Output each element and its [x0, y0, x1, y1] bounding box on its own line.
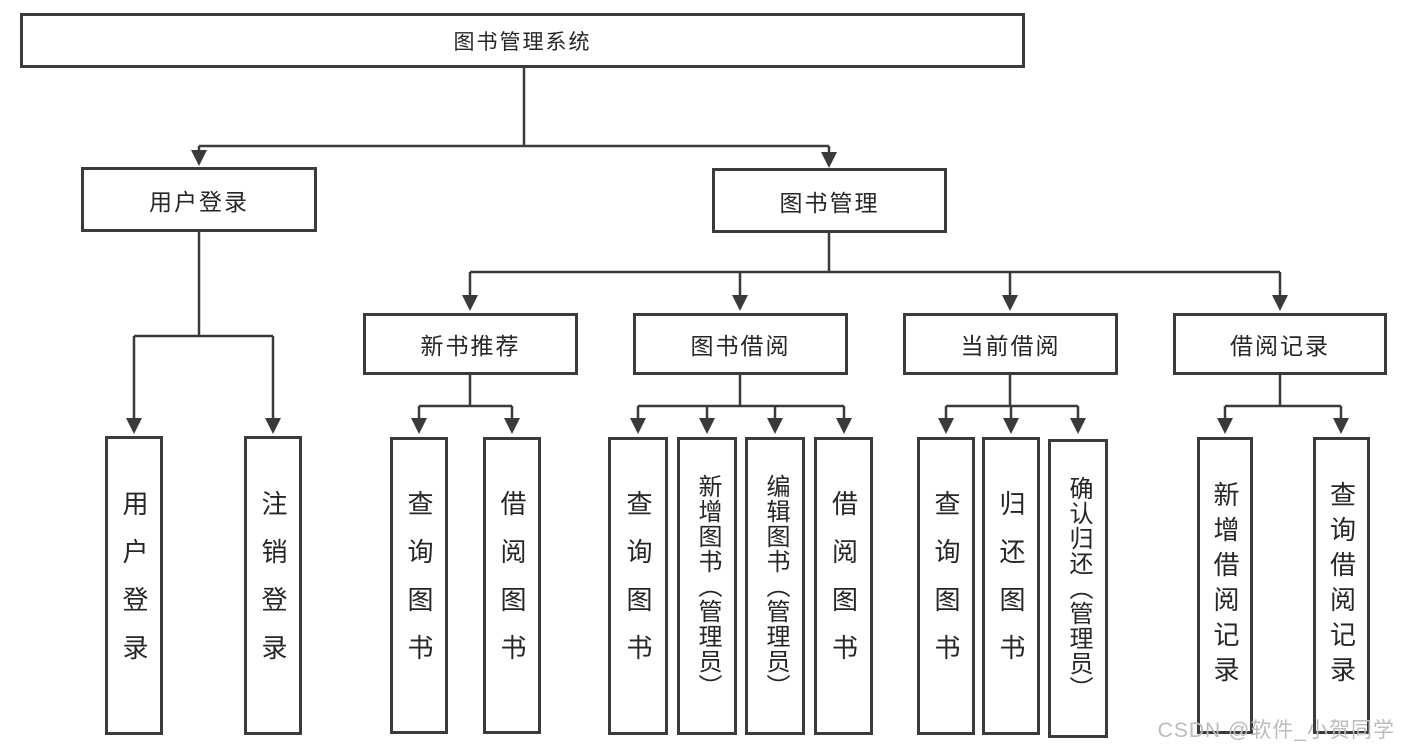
leaf-user-login: 用户登录	[105, 436, 163, 735]
leaf-logout-label: 注销登录	[258, 489, 288, 682]
node-root: 图书管理系统	[20, 13, 1025, 68]
leaf-newrec-borrow-books-label: 借阅图书	[497, 489, 527, 682]
leaf-borrow-add-books-admin-label: 新增图书（管理员）	[694, 473, 721, 699]
leaf-current-confirm-return-admin-label: 确认归还（管理员）	[1065, 476, 1092, 701]
leaf-borrow-borrow-books: 借阅图书	[814, 437, 873, 735]
leaf-current-query-books-label: 查询图书	[931, 490, 961, 682]
node-borrow-records: 借阅记录	[1173, 313, 1387, 375]
leaf-records-query-record-label: 查询借阅记录	[1326, 480, 1357, 691]
leaf-newrec-query-books: 查询图书	[390, 437, 448, 734]
node-book-mgmt-label: 图书管理	[779, 189, 880, 216]
arrowheads	[126, 150, 1349, 434]
leaf-user-login-label: 用户登录	[119, 489, 149, 682]
leaf-borrow-edit-books-admin: 编辑图书（管理员）	[745, 437, 805, 735]
node-user-login: 用户登录	[81, 167, 317, 232]
node-user-login-label: 用户登录	[149, 188, 249, 215]
leaf-newrec-query-books-label: 查询图书	[404, 489, 434, 682]
leaf-current-query-books: 查询图书	[917, 437, 975, 735]
node-new-book-rec-label: 新书推荐	[420, 333, 521, 359]
leaf-current-return-books-label: 归还图书	[996, 490, 1026, 682]
node-current-borrow-label: 当前借阅	[960, 333, 1061, 359]
node-new-book-rec: 新书推荐	[363, 313, 578, 375]
node-book-mgmt: 图书管理	[712, 168, 947, 233]
node-book-borrow: 图书借阅	[633, 313, 848, 375]
leaf-current-return-books: 归还图书	[982, 437, 1040, 735]
tree-edges	[132, 68, 1343, 420]
leaf-records-add-record-label: 新增借阅记录	[1210, 480, 1240, 691]
leaf-borrow-query-books-label: 查询图书	[623, 490, 653, 682]
leaf-records-query-record: 查询借阅记录	[1313, 437, 1370, 734]
node-root-label: 图书管理系统	[453, 30, 592, 54]
leaf-borrow-query-books: 查询图书	[608, 437, 668, 735]
leaf-logout: 注销登录	[244, 436, 302, 735]
node-borrow-records-label: 借阅记录	[1230, 333, 1330, 359]
node-current-borrow: 当前借阅	[903, 313, 1118, 375]
leaf-current-confirm-return-admin: 确认归还（管理员）	[1048, 439, 1108, 738]
leaf-borrow-add-books-admin: 新增图书（管理员）	[677, 437, 737, 735]
node-book-borrow-label: 图书借阅	[690, 333, 791, 359]
csdn-watermark: CSDN @软件_小贺同学	[1157, 719, 1395, 742]
leaf-borrow-edit-books-admin-label: 编辑图书（管理员）	[762, 473, 789, 699]
leaf-borrow-borrow-books-label: 借阅图书	[828, 490, 859, 682]
leaf-newrec-borrow-books: 借阅图书	[483, 437, 541, 734]
leaf-records-add-record: 新增借阅记录	[1197, 437, 1253, 734]
